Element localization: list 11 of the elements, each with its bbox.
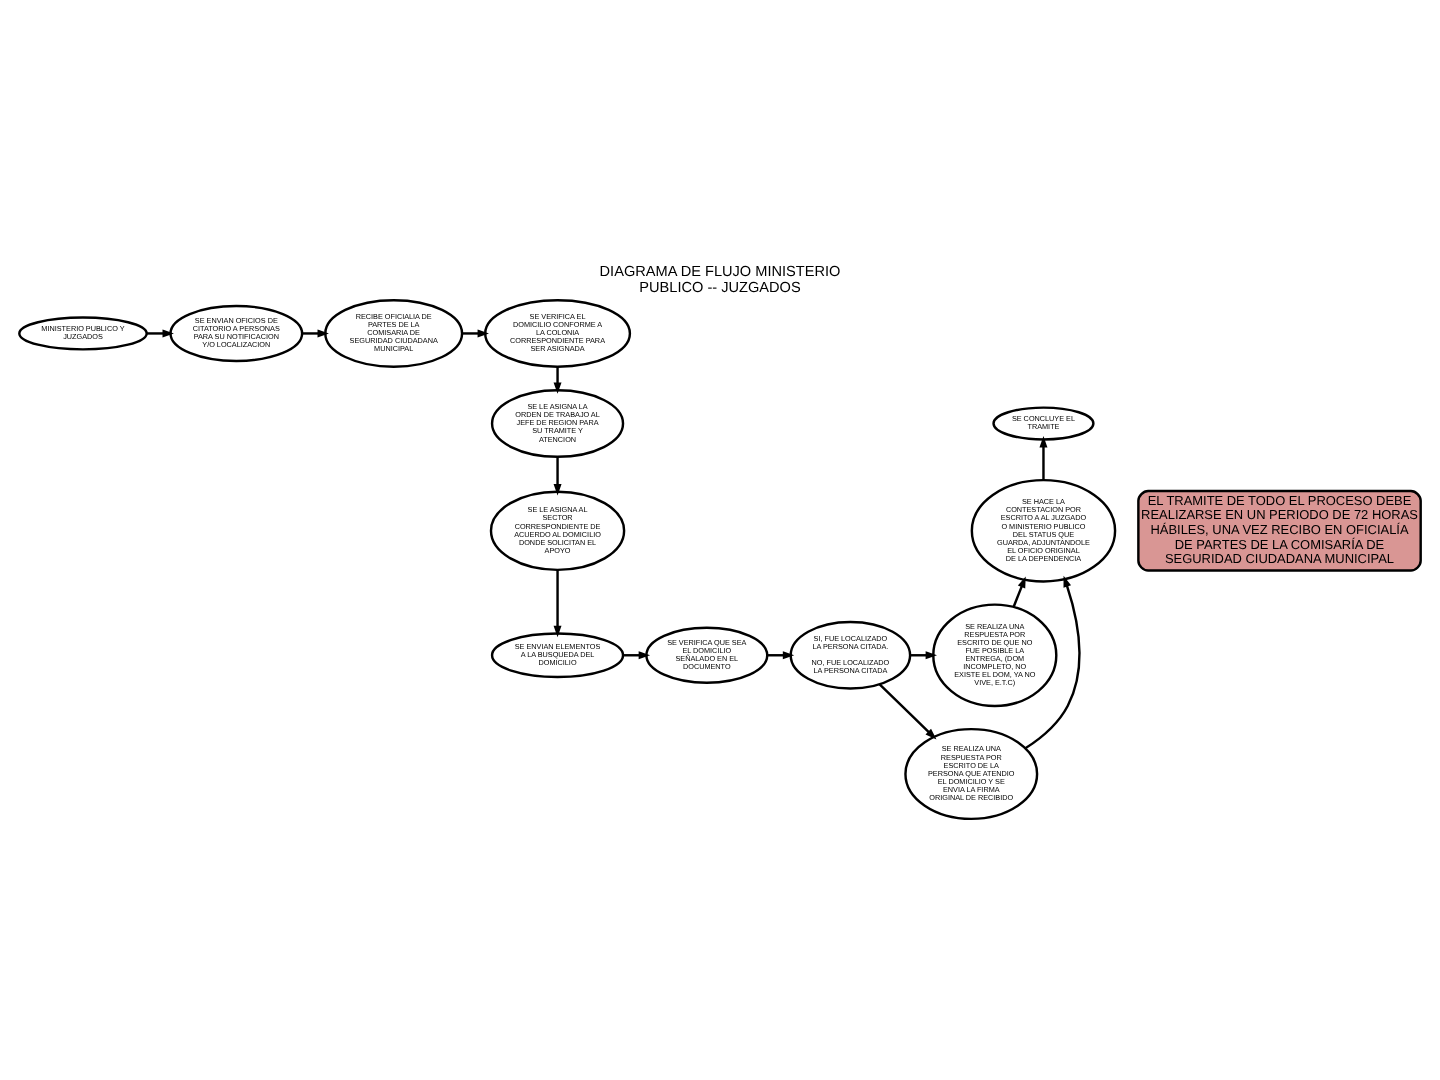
arrow	[462, 329, 489, 338]
arrow	[146, 329, 174, 338]
diagram-title: DIAGRAMA DE FLUJO MINISTERIO PUBLICO -- JUZGADOS	[599, 262, 841, 297]
arrow	[1039, 436, 1048, 481]
arrow	[1012, 576, 1026, 608]
arrow	[878, 683, 937, 740]
arrow	[1024, 575, 1081, 750]
arrow	[553, 366, 562, 394]
arrow	[553, 456, 562, 496]
arrow	[553, 569, 562, 638]
arrow	[302, 329, 329, 338]
